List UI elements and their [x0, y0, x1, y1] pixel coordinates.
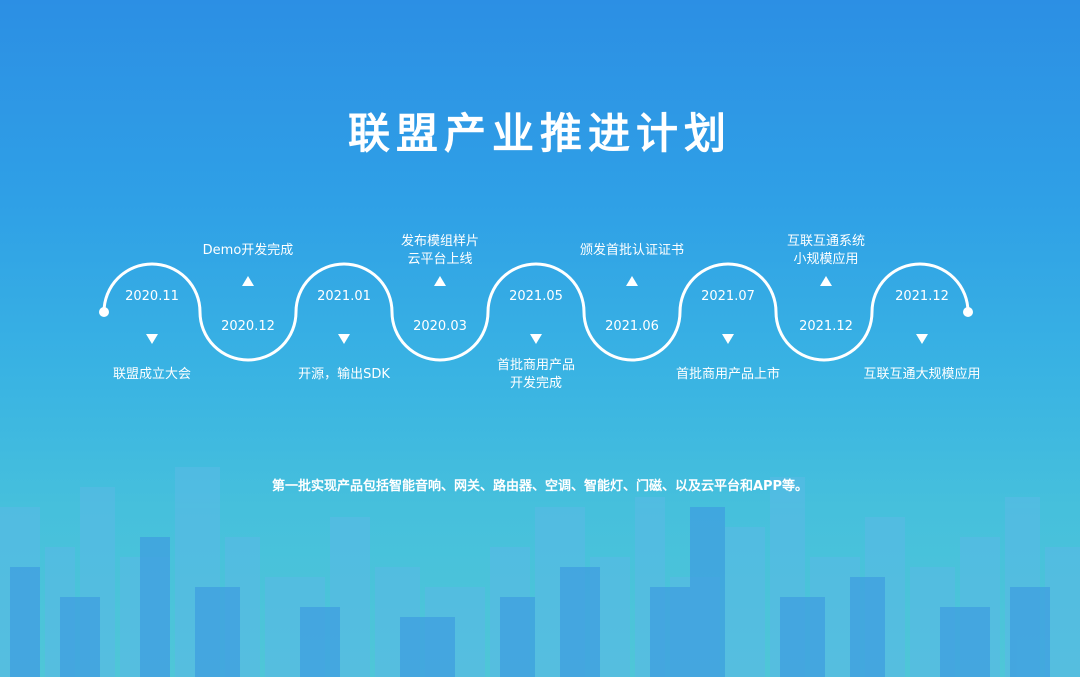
milestone-event: 颁发首批认证证书 — [579, 243, 684, 258]
milestone-date: 2021.12 — [799, 319, 853, 334]
milestone-event: 联盟成立大会 — [112, 367, 191, 382]
down-arrow-marker-icon — [146, 334, 158, 344]
milestone-event: 开源，输出SDK — [298, 367, 390, 382]
milestone-event: 互联互通系统小规模应用 — [786, 234, 865, 267]
milestone-date: 2020.11 — [125, 289, 179, 304]
page-title: 联盟产业推进计划 — [347, 109, 732, 158]
up-arrow-marker-icon — [820, 276, 832, 286]
milestone-date: 2020.12 — [221, 319, 275, 334]
down-arrow-marker-icon — [916, 334, 928, 344]
down-arrow-marker-icon — [338, 334, 350, 344]
milestone-date: 2021.06 — [605, 319, 659, 334]
milestone-event: 首批商用产品开发完成 — [496, 358, 575, 391]
down-arrow-marker-icon — [530, 334, 542, 344]
milestone-event: Demo开发完成 — [202, 243, 294, 258]
milestone-date: 2021.05 — [509, 289, 563, 304]
milestone-date: 2021.07 — [701, 289, 755, 304]
milestone-date: 2021.12 — [895, 289, 949, 304]
milestone-event: 发布模组样片云平台上线 — [400, 234, 479, 267]
footer-note: 第一批实现产品包括智能音响、网关、路由器、空调、智能灯、门磁、以及云平台和APP… — [271, 479, 809, 494]
milestone-event: 互联互通大规模应用 — [863, 367, 981, 382]
up-arrow-marker-icon — [626, 276, 638, 286]
city-skyline-illustration — [0, 467, 1080, 677]
timeline-start-dot — [99, 307, 109, 317]
milestone-event: 首批商用产品上市 — [675, 367, 780, 382]
milestone-date: 2020.03 — [413, 319, 467, 334]
up-arrow-marker-icon — [242, 276, 254, 286]
milestone-date: 2021.01 — [317, 289, 371, 304]
down-arrow-marker-icon — [722, 334, 734, 344]
up-arrow-marker-icon — [434, 276, 446, 286]
timeline-end-dot — [963, 307, 973, 317]
